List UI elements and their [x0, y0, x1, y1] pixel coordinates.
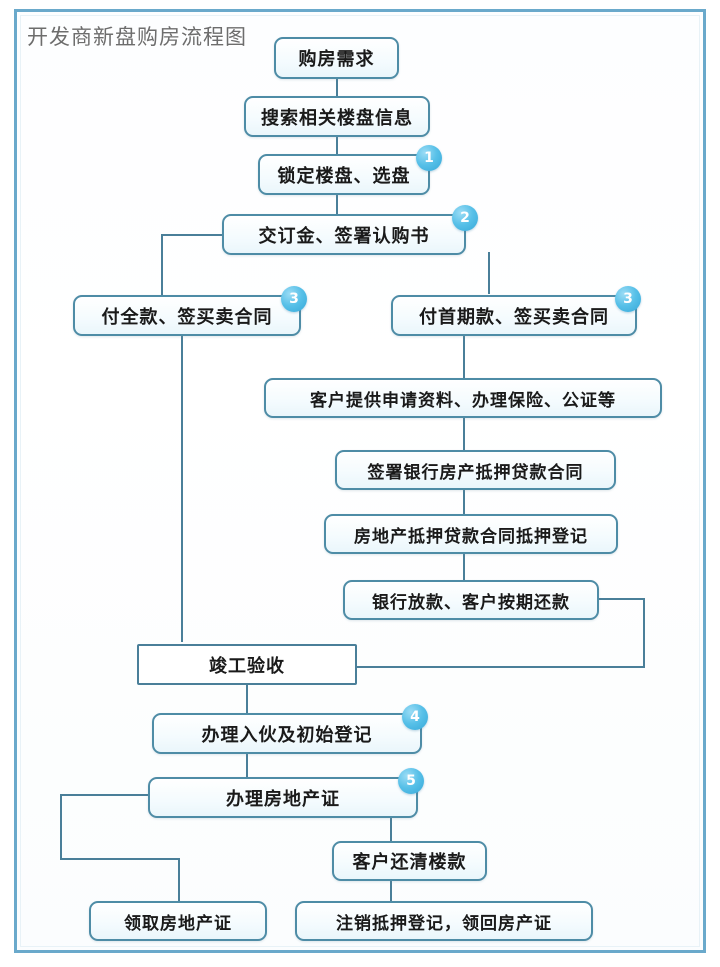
- connector-n9-n10: [463, 548, 465, 580]
- connector-n13-to-n15-v1: [60, 794, 62, 860]
- node-process-property-certificate[interactable]: 办理房地产证 5: [148, 768, 424, 818]
- connector-n4-branch-right-v: [488, 252, 490, 294]
- node-label: 竣工验收: [209, 655, 285, 677]
- connector-n10-to-n11-v: [643, 598, 645, 668]
- connector-n4-branch-left-v: [161, 234, 163, 316]
- node-mortgage-registration[interactable]: 房地产抵押贷款合同抵押登记: [324, 514, 618, 554]
- step-badge-2: 2: [452, 205, 478, 231]
- connector-n7-n8: [463, 418, 465, 450]
- node-collect-property-certificate[interactable]: 领取房地产证: [89, 901, 267, 941]
- node-purchase-demand[interactable]: 购房需求: [274, 37, 399, 79]
- connector-n10-to-n11-h1: [599, 598, 645, 600]
- node-sign-mortgage-loan-contract[interactable]: 签署银行房产抵押贷款合同: [335, 450, 616, 490]
- page-border-inner: [20, 15, 700, 947]
- node-label: 注销抵押登记，领回房产证: [336, 913, 552, 934]
- node-deposit-sign-subscription[interactable]: 交订金、签署认购书 2: [222, 205, 478, 255]
- connector-n6-n7: [463, 336, 465, 378]
- connector-n8-n9: [463, 482, 465, 514]
- step-badge-3-right: 3: [615, 286, 641, 312]
- connector-n13-to-n15-h1: [60, 794, 150, 796]
- node-label: 付全款、签买卖合同: [101, 306, 273, 328]
- node-down-payment-sign-contract[interactable]: 付首期款、签买卖合同 3: [391, 286, 641, 336]
- page-title: 开发商新盘购房流程图: [27, 25, 247, 49]
- node-label: 购房需求: [298, 49, 375, 70]
- node-bank-disbursement-repayment[interactable]: 银行放款、客户按期还款: [343, 580, 599, 620]
- node-completion-acceptance[interactable]: 竣工验收: [137, 644, 357, 685]
- node-label: 客户提供申请资料、办理保险、公证等: [310, 390, 616, 411]
- node-label: 领取房地产证: [124, 913, 232, 934]
- node-label: 办理入伙及初始登记: [201, 724, 373, 746]
- node-label: 付首期款、签买卖合同: [419, 306, 609, 328]
- connector-n13-n14: [390, 812, 392, 842]
- node-label: 锁定楼盘、选盘: [277, 165, 411, 187]
- step-badge-5: 5: [398, 768, 424, 794]
- node-label: 客户还清楼款: [352, 852, 467, 873]
- node-customer-pays-off-loan[interactable]: 客户还清楼款: [332, 841, 487, 881]
- connector-n4-branch-left-h: [161, 234, 223, 236]
- node-label: 办理房地产证: [226, 788, 340, 810]
- connector-n2-n3: [336, 136, 338, 160]
- node-label: 房地产抵押贷款合同抵押登记: [354, 526, 588, 547]
- node-label: 签署银行房产抵押贷款合同: [367, 462, 584, 483]
- step-badge-3-left: 3: [281, 286, 307, 312]
- connector-n14-n16: [390, 876, 392, 902]
- node-full-payment-sign-contract[interactable]: 付全款、签买卖合同 3: [73, 286, 307, 336]
- connector-n11-n12: [246, 684, 248, 714]
- node-lock-select-property[interactable]: 锁定楼盘、选盘 1: [258, 145, 442, 195]
- connector-n1-n2: [336, 78, 338, 102]
- connector-n13-to-n15-v2: [178, 858, 180, 902]
- node-search-property-info[interactable]: 搜索相关楼盘信息: [244, 96, 430, 137]
- node-label: 银行放款、客户按期还款: [372, 592, 570, 613]
- node-handover-initial-registration[interactable]: 办理入伙及初始登记 4: [152, 704, 428, 754]
- connector-n13-to-n15-h2: [60, 858, 180, 860]
- connector-n5-to-n11: [181, 336, 183, 642]
- node-submit-documents-insurance-notary[interactable]: 客户提供申请资料、办理保险、公证等: [264, 378, 662, 418]
- node-label: 搜索相关楼盘信息: [261, 107, 413, 129]
- node-label: 交订金、签署认购书: [258, 225, 430, 247]
- connector-n10-to-n11-h2: [357, 666, 645, 668]
- step-badge-4: 4: [402, 704, 428, 730]
- node-cancel-mortgage-retrieve-certificate[interactable]: 注销抵押登记，领回房产证: [295, 901, 593, 941]
- step-badge-1: 1: [416, 145, 442, 171]
- connector-n3-n4: [336, 194, 338, 216]
- connector-n12-n13: [246, 748, 248, 778]
